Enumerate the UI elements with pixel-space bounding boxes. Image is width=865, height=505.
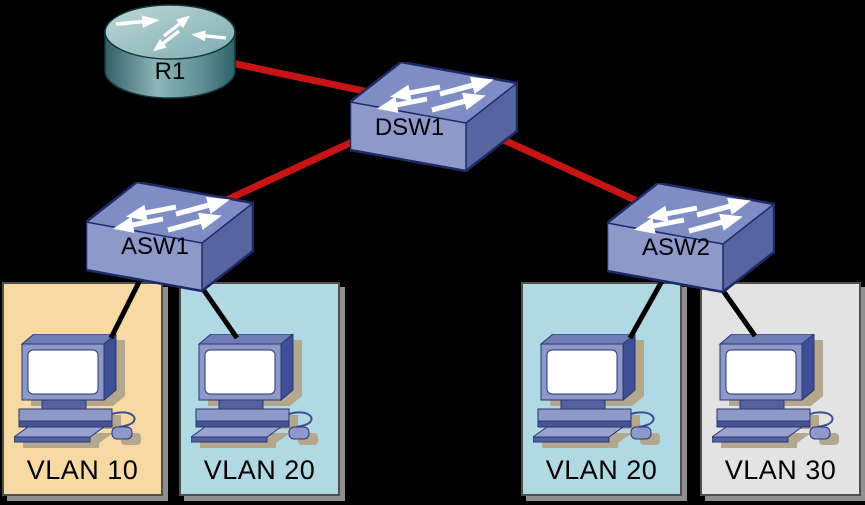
pc-icon [191, 334, 319, 448]
vlan-box: VLAN 20 [179, 282, 340, 496]
vlan-box: VLAN 30 [700, 282, 861, 496]
device-label-asw2: ASW2 [641, 234, 710, 261]
device-label-asw1: ASW1 [120, 233, 189, 260]
vlan-box: VLAN 20 [521, 282, 682, 496]
pc-icon [533, 334, 661, 448]
device-label-r1: R1 [154, 58, 186, 85]
vlan-label: VLAN 30 [724, 455, 837, 485]
device-label-dsw1: DSW1 [374, 114, 445, 141]
device-router-r1 [104, 4, 236, 105]
pc-icon [712, 334, 840, 448]
vlan-label: VLAN 10 [26, 455, 139, 485]
vlan-label: VLAN 20 [545, 455, 658, 485]
pc-icon [14, 334, 142, 448]
vlan-label: VLAN 20 [203, 455, 316, 485]
vlan-box: VLAN 10 [2, 282, 163, 496]
